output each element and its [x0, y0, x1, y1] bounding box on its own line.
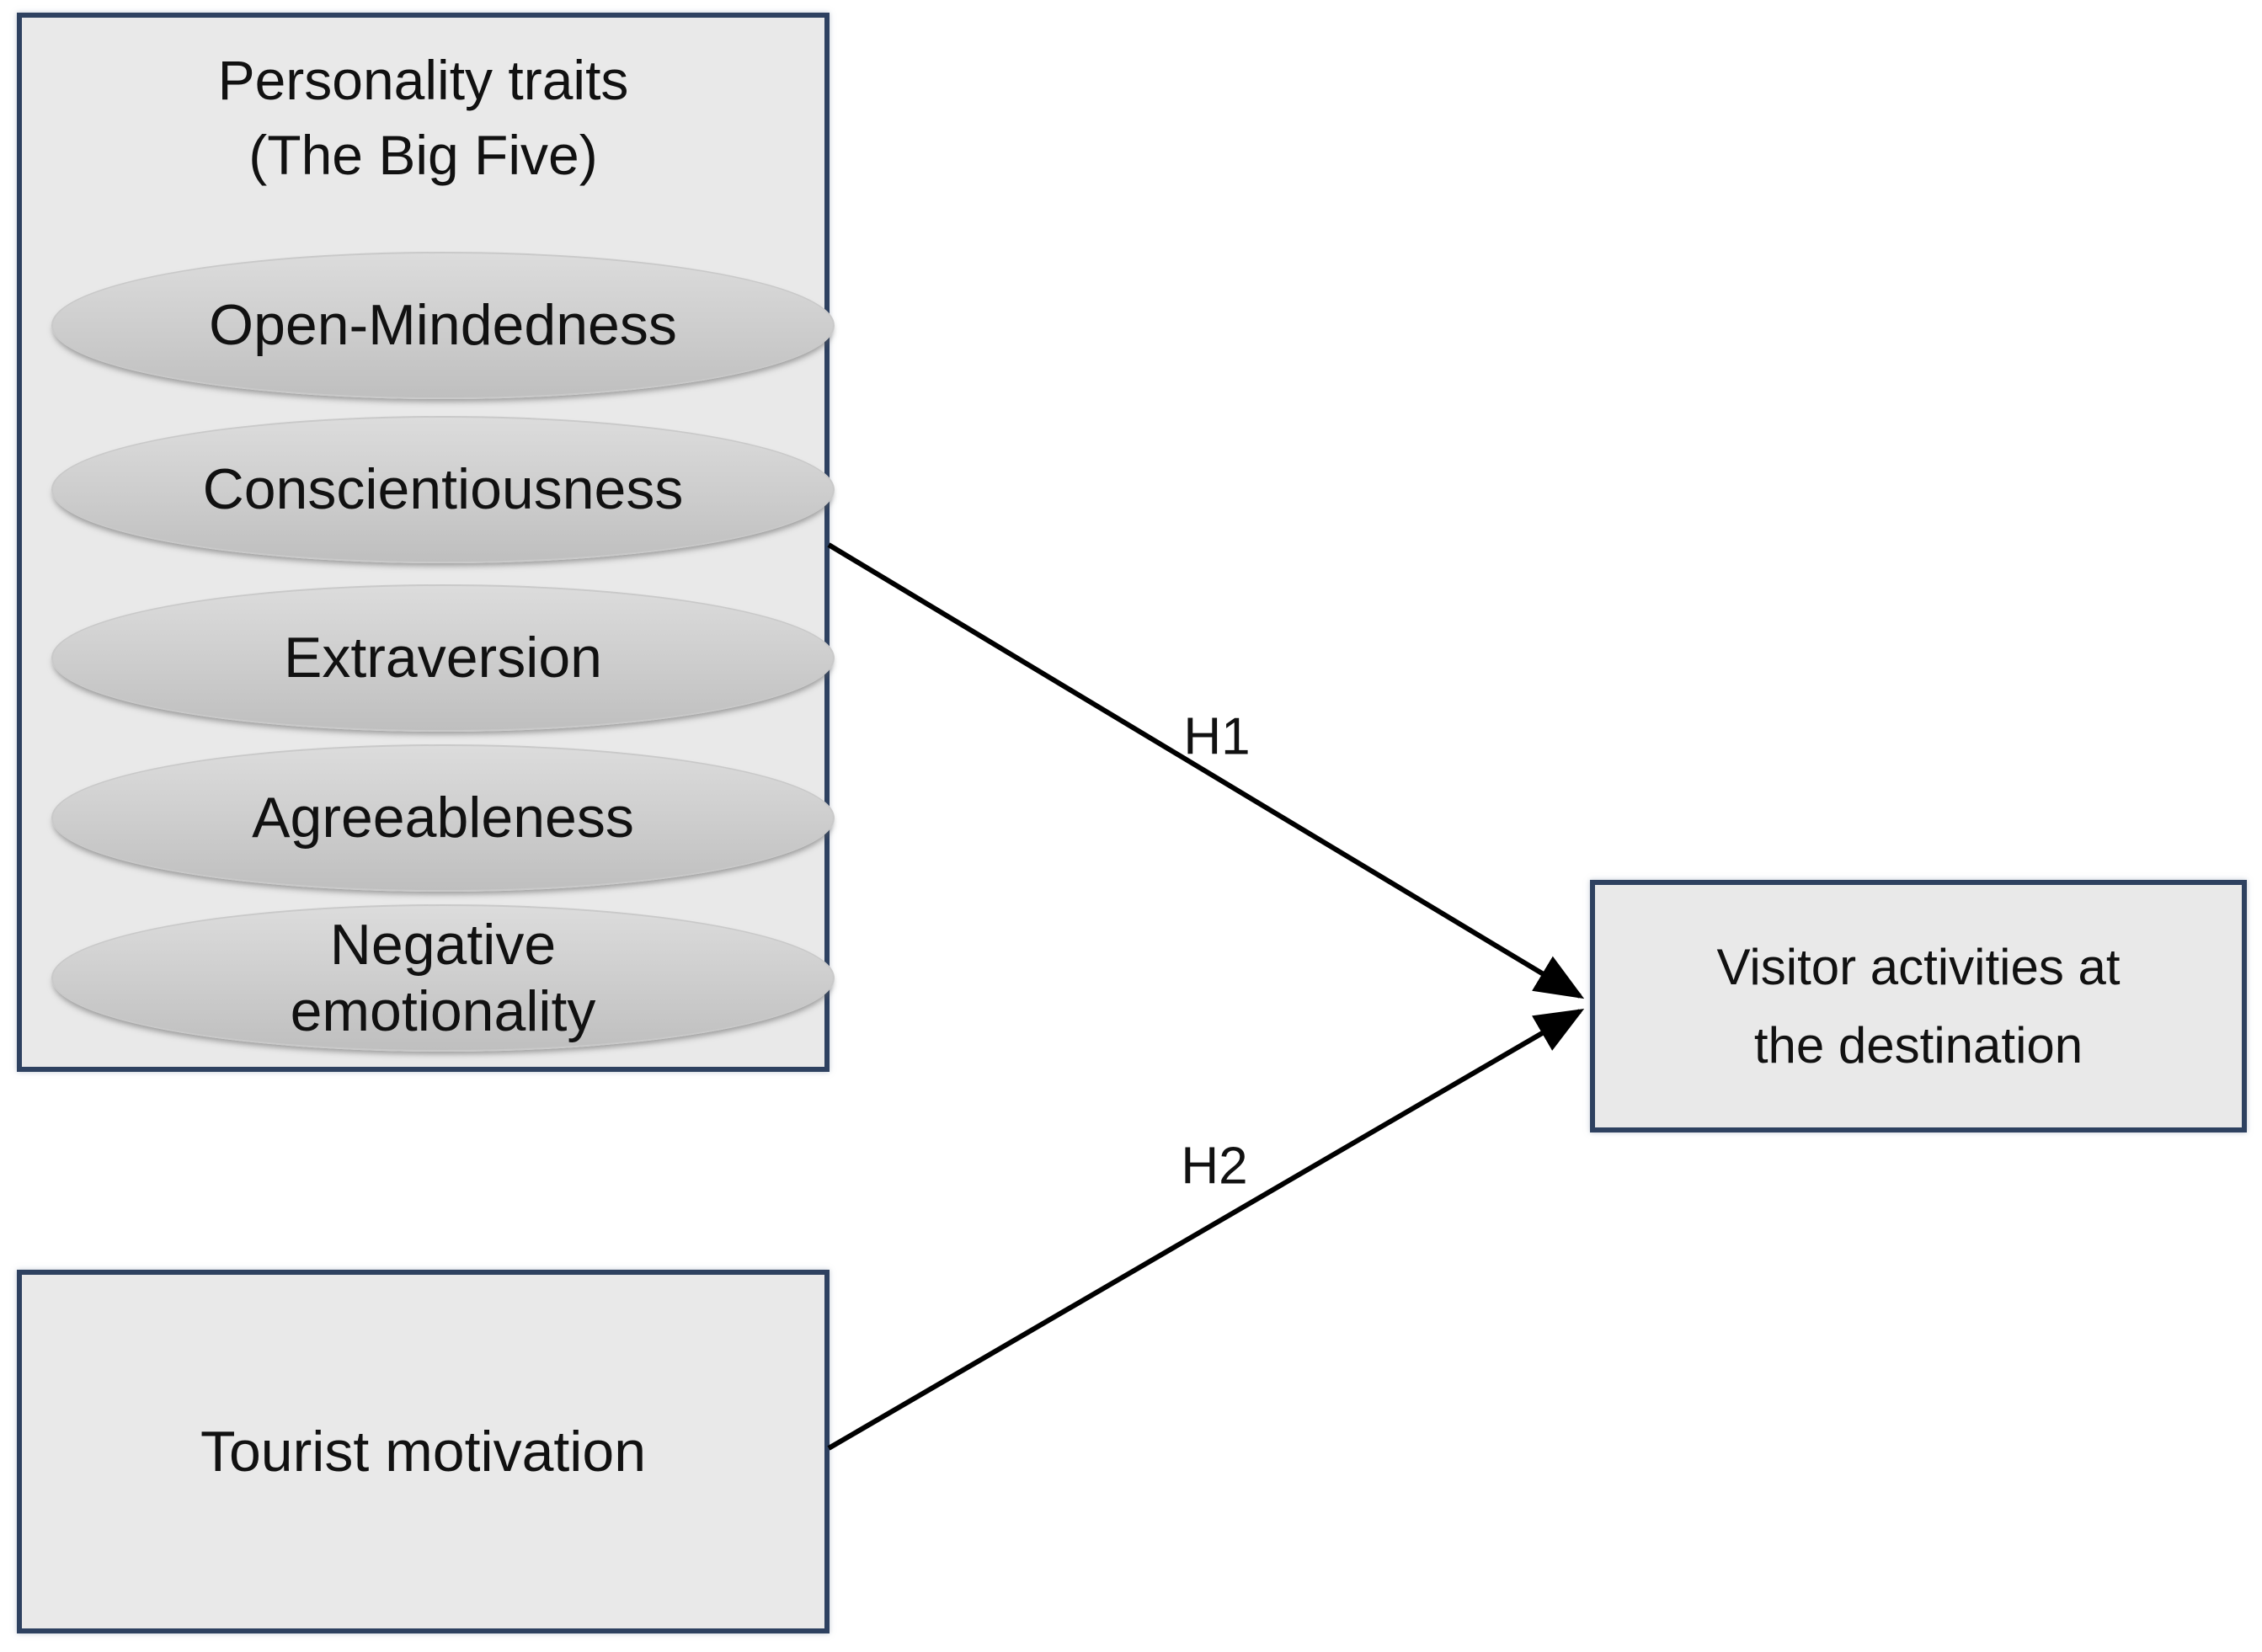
h1-arrow-label: H1	[1183, 707, 1251, 766]
personality-traits-box: Personality traits (The Big Five) Open-M…	[17, 13, 835, 1072]
trait-ellipse-negative-emotionality: Negative emotionality	[51, 904, 835, 1052]
trait-ellipse-extraversion: Extraversion	[51, 584, 835, 732]
h2-arrow-label: H2	[1181, 1137, 1248, 1196]
tourist-motivation-box: Tourist motivation	[17, 1270, 830, 1633]
personality-box-title: Personality traits (The Big Five)	[217, 49, 629, 187]
trait-ellipse-conscientiousness: Conscientiousness	[51, 416, 835, 563]
trait-ellipse-agreeableness: Agreeableness	[51, 744, 835, 892]
trait-ellipse-open-mindedness: Open-Mindedness	[51, 252, 835, 399]
h1-hypothesis-arrow	[827, 542, 1585, 999]
h2-hypothesis-arrow	[827, 1008, 1585, 1451]
visitor-activities-box: Visitor activities at the destination	[1590, 880, 2247, 1132]
